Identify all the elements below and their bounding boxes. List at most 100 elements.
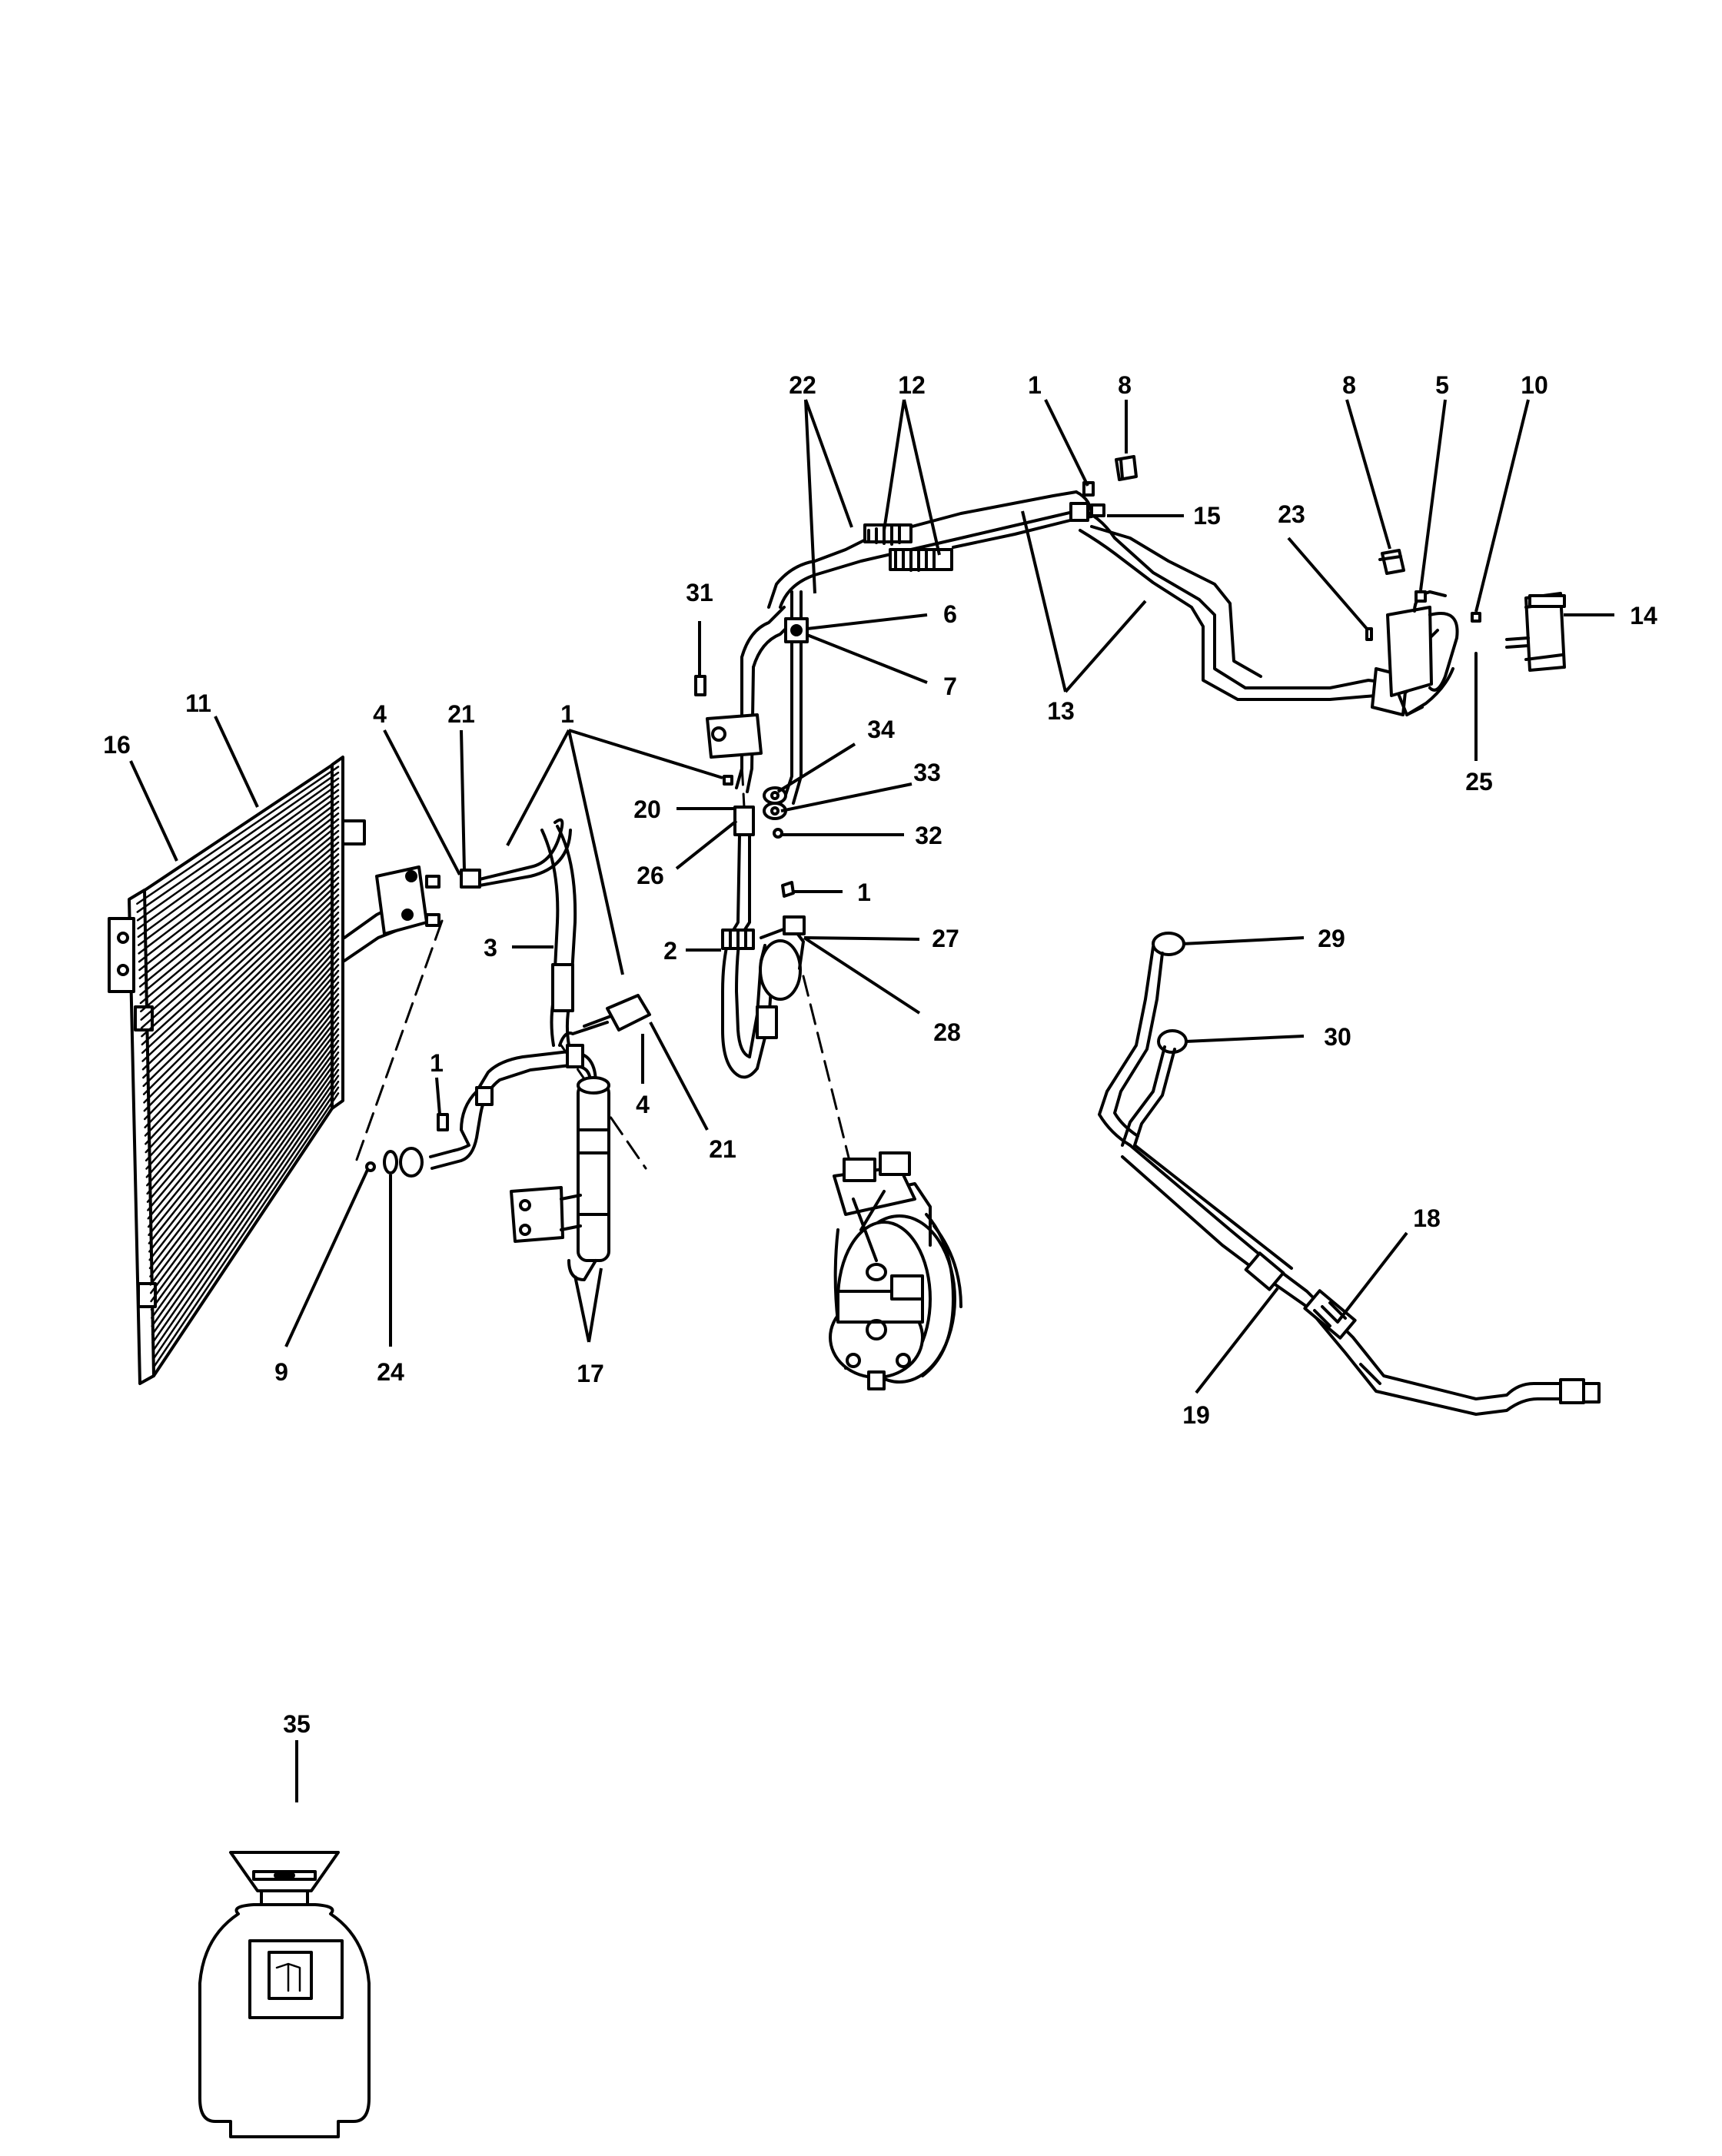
callout-20: 20 [633, 796, 661, 823]
callout-1: 1 [430, 1049, 444, 1077]
callout-2: 2 [663, 937, 677, 965]
condenser-fin [141, 859, 340, 1038]
condenser-fin [138, 818, 340, 980]
callout-14: 14 [1630, 602, 1657, 630]
callout-6: 6 [943, 600, 957, 628]
callout-1: 1 [560, 700, 574, 728]
condenser-fin [144, 923, 340, 1128]
condenser-fin [143, 917, 340, 1121]
condenser-fin [151, 1063, 340, 1327]
callout-4: 4 [636, 1091, 650, 1118]
condenser-fin [141, 876, 340, 1062]
callout-28: 28 [933, 1018, 961, 1046]
condenser-fin [149, 1034, 340, 1286]
condenser-fin [138, 800, 340, 955]
condenser-fin [151, 1075, 340, 1344]
callout-25: 25 [1465, 768, 1493, 796]
condenser-fin [147, 993, 340, 1228]
bracket-31 [694, 675, 763, 809]
condenser-fin [146, 969, 340, 1195]
condenser-fin [141, 865, 340, 1046]
suction-lines-upper [735, 455, 1439, 805]
callout-1: 1 [857, 879, 871, 906]
condenser-fin [137, 789, 340, 938]
callout-34: 34 [867, 716, 895, 743]
lower-line-assembly [1098, 932, 1601, 1416]
callout-31: 31 [686, 579, 713, 606]
condenser-fin [142, 894, 340, 1088]
callout-5: 5 [1435, 371, 1449, 399]
condenser-fin [140, 841, 340, 1013]
condenser-fin [146, 964, 340, 1187]
callout-19: 19 [1182, 1401, 1210, 1429]
condenser-fin [149, 1039, 340, 1294]
condenser-fin [142, 899, 340, 1095]
callout-16: 16 [103, 731, 131, 759]
condenser-fin [146, 975, 340, 1203]
condenser-fin [148, 1022, 340, 1270]
condenser-fin [136, 771, 340, 913]
condenser-fin [148, 1005, 340, 1244]
condenser-fin [139, 835, 340, 1005]
callout-10: 10 [1521, 371, 1548, 399]
callout-15: 15 [1193, 502, 1221, 530]
callout-8: 8 [1342, 371, 1356, 399]
condenser-fin [136, 766, 340, 905]
expansion-block-14 [1505, 592, 1566, 672]
callout-1: 1 [1028, 371, 1042, 399]
condenser-fin [141, 882, 340, 1071]
callout-30: 30 [1324, 1023, 1351, 1051]
condenser-fin [152, 1092, 340, 1369]
condenser-fin [151, 1086, 340, 1360]
callout-29: 29 [1318, 925, 1345, 952]
condenser-fin [145, 952, 340, 1170]
condenser-fittings [343, 865, 444, 1170]
condenser-fin [141, 870, 340, 1054]
condenser-fin [151, 1057, 340, 1319]
condenser-fin [137, 783, 340, 930]
callout-35: 35 [283, 1710, 311, 1738]
condenser-fin [144, 929, 340, 1137]
callout-3: 3 [484, 934, 497, 962]
condenser [108, 756, 366, 1385]
discharge-hose [460, 818, 651, 1047]
expansion-valve-area [1365, 549, 1481, 716]
callout-18: 18 [1413, 1204, 1441, 1232]
condenser-fin [138, 806, 340, 963]
callout-33: 33 [913, 759, 941, 786]
condenser-fin [151, 1080, 340, 1352]
callout-22: 22 [789, 371, 816, 399]
condenser-fin [145, 940, 340, 1154]
callout-32: 32 [915, 822, 942, 849]
callout-13: 13 [1047, 697, 1075, 725]
condenser-fin [138, 824, 340, 988]
condenser-fin [138, 812, 340, 972]
callout-24: 24 [377, 1358, 404, 1386]
condenser-fin [151, 1068, 340, 1336]
callout-9: 9 [274, 1358, 288, 1386]
condenser-fin [145, 958, 340, 1178]
compressor [829, 1151, 962, 1390]
receiver-drier [365, 1044, 647, 1281]
leader-lines [129, 399, 1614, 1802]
callout-7: 7 [943, 673, 957, 700]
condenser-fin [136, 777, 340, 922]
condenser-fin [140, 853, 340, 1029]
condenser-fin [148, 1010, 340, 1253]
condenser-fin [145, 935, 340, 1145]
condenser-fin [150, 1051, 340, 1311]
callout-27: 27 [932, 925, 959, 952]
callout-21: 21 [709, 1135, 736, 1163]
callout-23: 23 [1278, 500, 1305, 528]
condenser-fin [145, 946, 340, 1162]
callout-26: 26 [637, 862, 664, 889]
condenser-fin [140, 847, 340, 1021]
condenser-fin [147, 987, 340, 1220]
callout-12: 12 [898, 371, 926, 399]
condenser-fin [139, 829, 340, 996]
condenser-fin [148, 998, 340, 1237]
condenser-fin [150, 1045, 340, 1303]
callout-4: 4 [373, 700, 387, 728]
